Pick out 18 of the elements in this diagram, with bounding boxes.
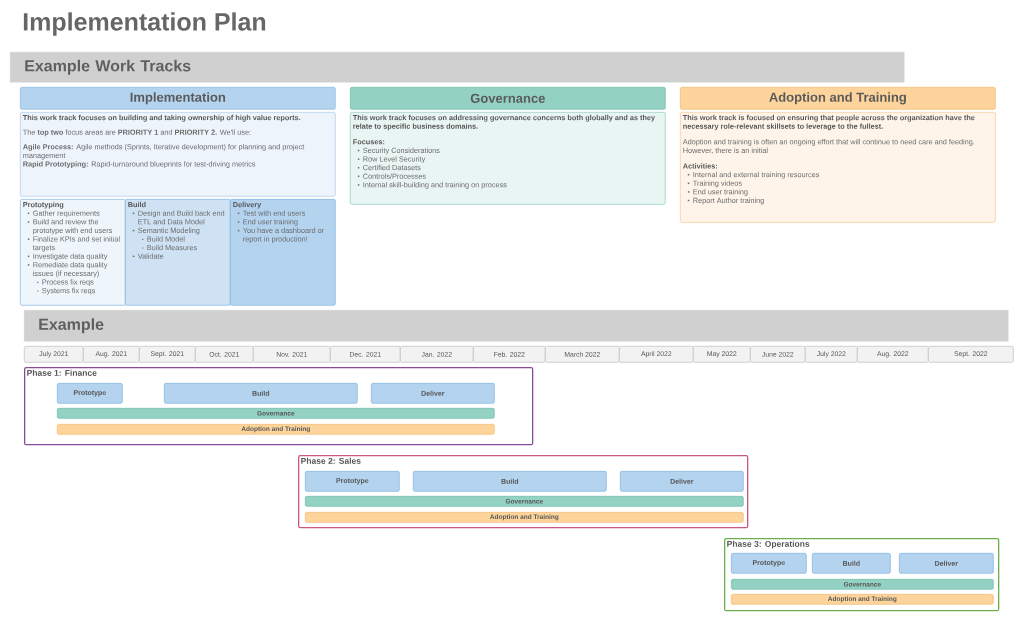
phase-title: Phase 3: Operations xyxy=(727,540,810,549)
description-box xyxy=(20,112,336,197)
phase-frame xyxy=(724,538,1000,612)
phase-frame xyxy=(24,367,534,446)
section-band: Example Work Tracks xyxy=(10,52,905,83)
phase-title: Phase 2: Sales xyxy=(301,457,361,464)
description-box xyxy=(350,112,666,205)
phase-title: Phase 1: Finance xyxy=(27,369,97,376)
track-header: Implementation xyxy=(20,87,336,110)
column-box xyxy=(20,199,126,306)
column-box xyxy=(230,199,336,306)
section-band: Example xyxy=(24,310,1009,342)
track-header: Adoption and Training xyxy=(680,87,996,110)
column-box xyxy=(125,199,231,306)
title: Implementation Plan xyxy=(23,12,266,36)
description-box xyxy=(680,112,996,223)
phase-frame xyxy=(298,455,749,529)
track-header: Governance xyxy=(350,87,666,110)
